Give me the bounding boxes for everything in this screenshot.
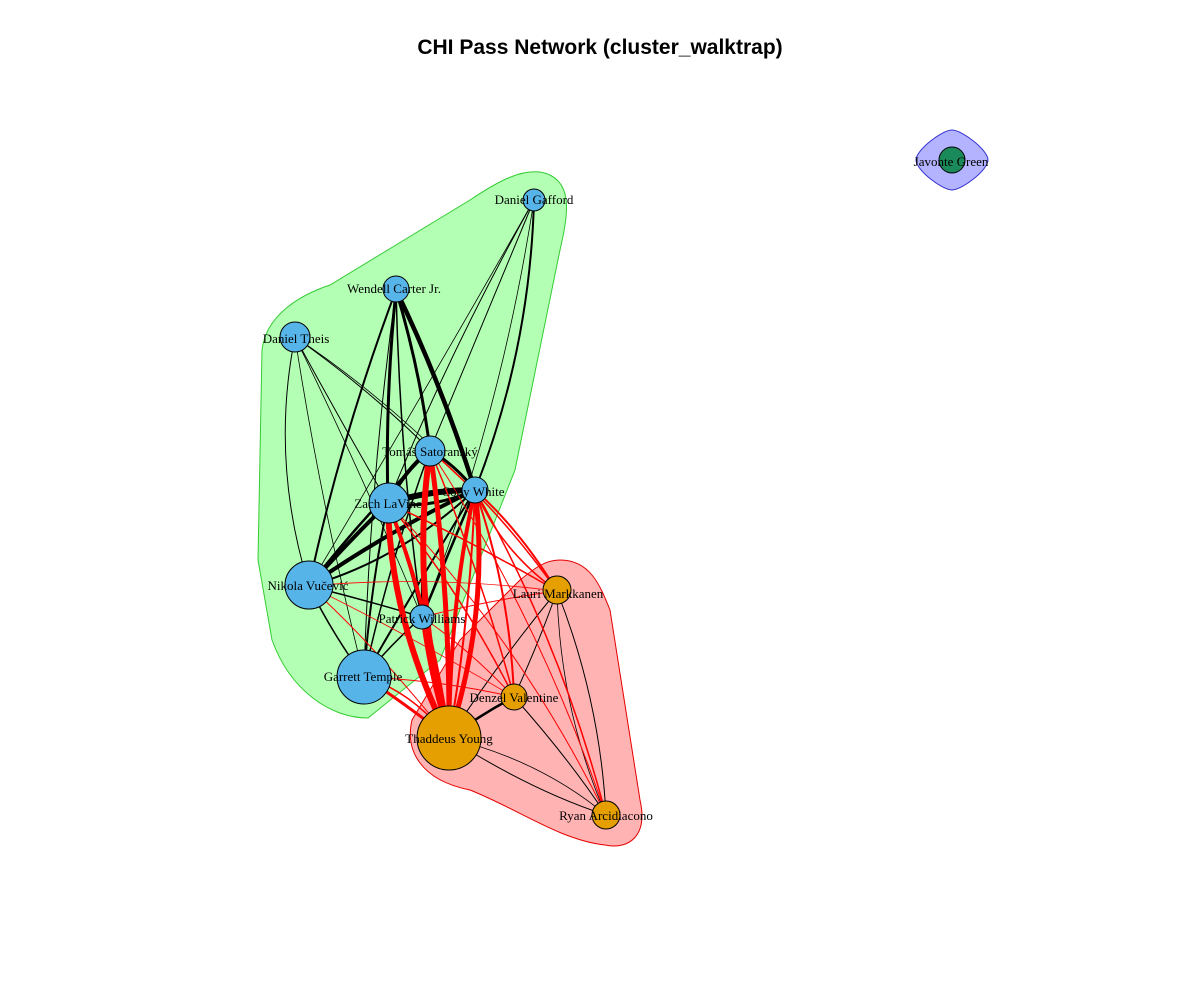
edge-theis-satoransky (294, 336, 431, 451)
edge-valentine-williams (421, 616, 515, 698)
edge-valentine-vucevic (308, 585, 515, 698)
edge-theis-williams (294, 336, 423, 618)
edge-theis-temple (294, 336, 365, 678)
edge-young-lavine (385, 502, 452, 740)
label-nikola-vucevic: Nikola Vučević (268, 578, 349, 593)
edge-carter-williams (395, 289, 423, 618)
label-daniel-theis: Daniel Theis (263, 331, 330, 346)
label-lauri-markkanen: Lauri Markkanen (513, 586, 604, 601)
edge-gafford-vucevic (308, 199, 535, 587)
label-ryan-arcidiacono: Ryan Arcidiacono (559, 808, 653, 823)
edge-theis-vucevic (284, 336, 310, 587)
edge-markkanen-williams (421, 590, 558, 618)
edge-gafford-lavine (387, 199, 535, 504)
edge-valentine-lavine (387, 502, 515, 698)
edge-young-white-2 (447, 489, 477, 739)
edge-markkanen-white-2 (474, 489, 558, 592)
edge-carter-satoransky (394, 289, 432, 451)
edge-arcidiacono-satoransky (429, 449, 607, 816)
node-wendell-carter-jr[interactable] (382, 275, 410, 303)
player-nodes (279, 146, 966, 830)
node-garrett-temple[interactable] (336, 649, 392, 705)
edge-gafford-satoransky (429, 199, 535, 451)
node-daniel-gafford[interactable] (522, 188, 546, 212)
node-zach-lavine[interactable] (368, 482, 410, 524)
label-thaddeus-young: Thaddeus Young (405, 731, 493, 746)
node-nikola-vucevic[interactable] (284, 560, 334, 610)
edge-carter-temple (363, 289, 397, 678)
node-thaddeus-young[interactable] (416, 705, 482, 771)
label-denzel-valentine: Denzel Valentine (470, 690, 559, 705)
edge-valentine-arcidiacono (513, 696, 607, 816)
edge-carter-vucevic (308, 289, 397, 587)
edge-young-satoransky (420, 449, 452, 739)
label-garrett-temple: Garrett Temple (324, 669, 403, 684)
cluster-hull-2 (409, 559, 643, 847)
node-ryan-arcidiacono[interactable] (591, 800, 621, 830)
label-coby-white: Coby White (442, 484, 505, 499)
label-zach-lavine: Zach LaVine (354, 496, 422, 511)
edge-markkanen-satoransky (429, 449, 558, 592)
edge-theis-lavine (294, 336, 389, 504)
label-javonte-green: Javonte Green (914, 154, 989, 169)
node-denzel-valentine[interactable] (500, 683, 528, 711)
label-patrick-williams: Patrick Williams (379, 611, 466, 626)
edge-valentine-satoransky (429, 449, 515, 698)
edge-markkanen-arcidiacono-2 (556, 590, 607, 816)
edge-arcidiacono-lavine (387, 502, 607, 816)
player-labels: Daniel Gafford Wendell Carter Jr. Daniel… (263, 154, 989, 823)
label-wendell-carter-jr: Wendell Carter Jr. (347, 281, 441, 296)
edge-arcidiacono-white (474, 489, 607, 816)
edge-carter-lavine (385, 289, 398, 504)
edge-gafford-white (474, 199, 535, 491)
node-javonte-green[interactable] (938, 146, 966, 174)
edge-valentine-white (474, 489, 515, 698)
edge-young-white (446, 489, 482, 739)
edge-carter-white (393, 289, 478, 491)
edge-markkanen-arcidiacono (556, 590, 607, 816)
plot-title: CHI Pass Network (cluster_walktrap) (417, 36, 783, 59)
node-tomas-satoransky[interactable] (414, 435, 446, 467)
node-lauri-markkanen[interactable] (542, 575, 572, 605)
label-tomas-satoransky: Tomáš Satoranský (382, 444, 478, 459)
node-coby-white[interactable] (461, 476, 489, 504)
node-daniel-theis[interactable] (279, 321, 311, 353)
node-patrick-williams[interactable] (409, 604, 435, 630)
label-daniel-gafford: Daniel Gafford (495, 192, 574, 207)
